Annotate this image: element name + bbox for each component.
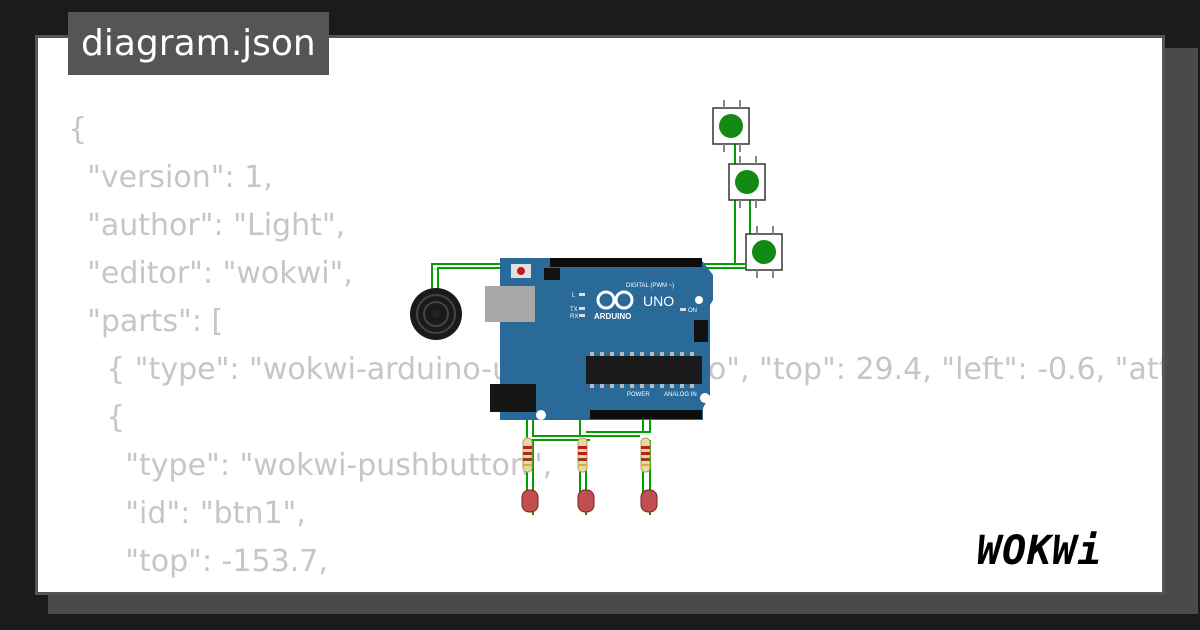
code-line: "id": "btn1", (68, 496, 306, 531)
code-line: "editor": "wokwi", (68, 256, 353, 291)
l-label: L (572, 293, 576, 299)
wire (532, 420, 640, 437)
icsp-header (544, 268, 560, 280)
usb-port (485, 286, 535, 322)
led[interactable] (640, 489, 658, 513)
power-jack (490, 384, 536, 412)
led[interactable] (521, 489, 539, 513)
code-line: { (68, 112, 88, 147)
file-title-tab: diagram.json (68, 12, 329, 75)
resistor[interactable] (577, 437, 588, 473)
tx-label: TX (570, 307, 578, 313)
code-line: "version": 1, (68, 160, 273, 195)
board-brand: ARDUINO (594, 312, 631, 321)
wire (586, 420, 651, 433)
buzzer[interactable] (410, 288, 462, 340)
atmega-chip (586, 356, 702, 384)
on-label: ON (688, 308, 697, 314)
arduino-logo-icon (596, 290, 634, 310)
code-line: { (68, 400, 126, 435)
icsp-header-right (694, 320, 708, 342)
digital-header-label: DIGITAL (PWM ~) (626, 283, 674, 289)
led[interactable] (577, 489, 595, 513)
arduino-uno-board[interactable]: UNO ARDUINO DIGITAL (PWM ~) POWER ANALOG… (485, 258, 713, 420)
code-line: "parts": [ (68, 304, 224, 339)
code-line: "type": "wokwi-pushbutton", (68, 448, 553, 483)
resistor[interactable] (640, 437, 651, 473)
code-line: "top": -153.7, (68, 544, 328, 579)
digital-header (550, 258, 702, 267)
analog-label: ANALOG IN (664, 392, 697, 398)
wokwi-logo: WOKWi (977, 528, 1103, 574)
pushbutton[interactable] (728, 156, 766, 208)
resistor[interactable] (522, 437, 533, 473)
rx-label: RX (570, 314, 578, 320)
board-model: UNO (643, 293, 674, 309)
pushbutton[interactable] (745, 226, 783, 278)
code-line: "author": "Light", (68, 208, 346, 243)
power-analog-header (590, 410, 702, 419)
pushbutton[interactable] (712, 100, 750, 152)
power-label: POWER (627, 392, 650, 398)
